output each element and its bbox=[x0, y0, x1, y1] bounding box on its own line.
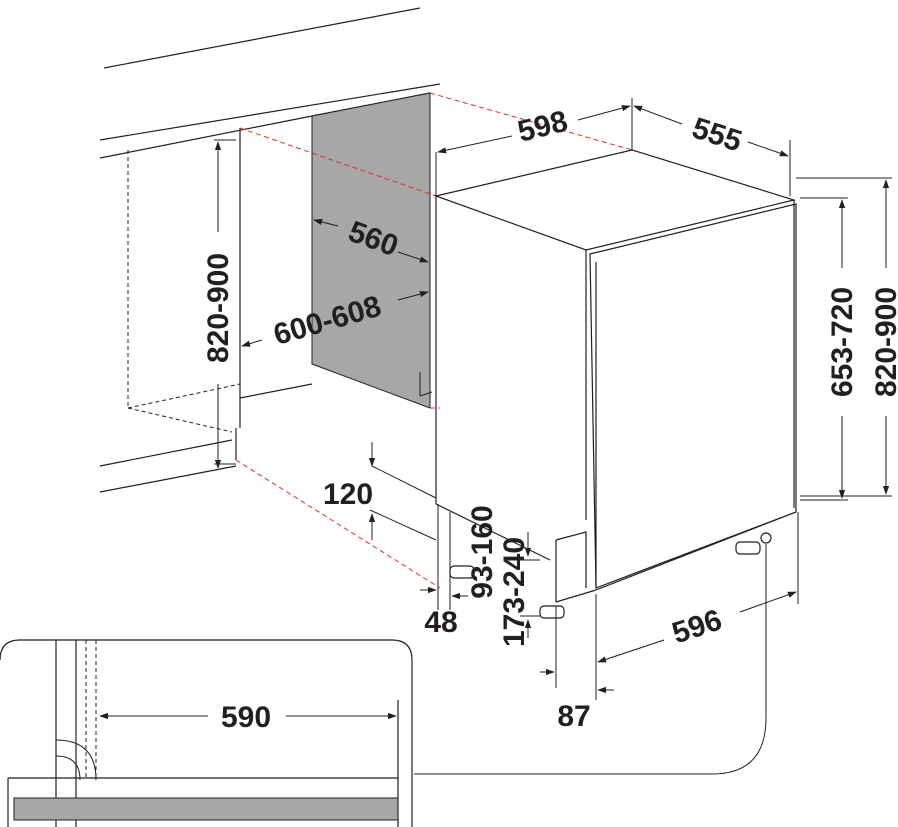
dim-label-93-160: 93-160 bbox=[466, 505, 499, 598]
dimension-lines bbox=[214, 98, 892, 700]
dim-label-820-900-right: 820-900 bbox=[870, 287, 898, 397]
dim-label-87: 87 bbox=[557, 700, 590, 733]
dim-label-596: 596 bbox=[668, 604, 726, 651]
dim-label-820-900-left: 820-900 bbox=[202, 253, 235, 363]
niche-outline bbox=[99, 7, 441, 493]
feet bbox=[449, 532, 772, 619]
dim-label-555: 555 bbox=[688, 112, 746, 159]
dim-label-653-720: 653-720 bbox=[826, 287, 859, 397]
dishwasher-body bbox=[433, 149, 797, 603]
detail-leader-line bbox=[414, 544, 767, 775]
dim-label-598: 598 bbox=[514, 105, 571, 149]
dim-label-120: 120 bbox=[323, 478, 373, 511]
dim-label-48: 48 bbox=[424, 606, 457, 639]
detail-panel bbox=[0, 639, 413, 827]
dim-label-173-240: 173-240 bbox=[498, 537, 531, 647]
red-guide-lines bbox=[235, 92, 633, 589]
plinth-panel bbox=[13, 797, 399, 821]
dim-label-590: 590 bbox=[221, 701, 271, 734]
